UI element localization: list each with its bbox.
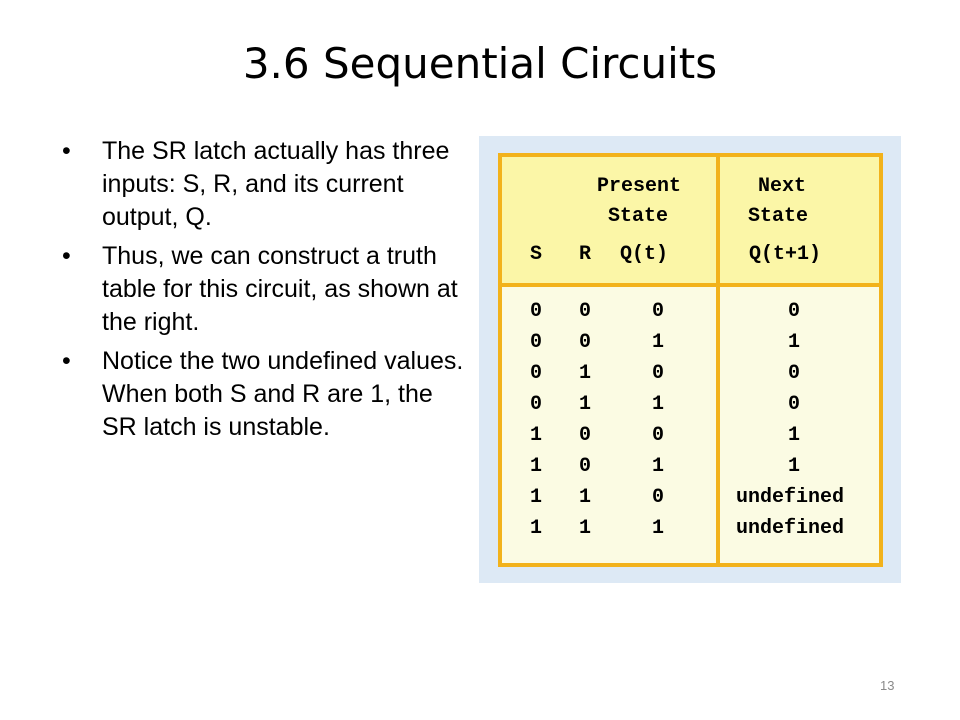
bullet-item: • The SR latch actually has three inputs… — [62, 135, 472, 234]
table-row: 1 0 1 1 — [502, 455, 879, 486]
cell-r: 1 — [579, 517, 592, 540]
table-row: 0 0 1 1 — [502, 331, 879, 362]
cell-r: 1 — [579, 486, 592, 509]
cell-qt: 0 — [652, 300, 665, 323]
cell-s: 0 — [530, 331, 543, 354]
cell-qt1: 0 — [788, 300, 801, 323]
bullet-text: Notice the two undefined values. When bo… — [102, 347, 464, 441]
header-present: Present — [597, 175, 682, 198]
bullet-text: The SR latch actually has three inputs: … — [102, 137, 450, 231]
bullet-marker: • — [62, 137, 71, 165]
cell-qt1: 1 — [788, 455, 801, 478]
header-col-r: R — [579, 243, 592, 266]
cell-qt: 1 — [652, 331, 665, 354]
table-body — [502, 287, 879, 563]
cell-s: 1 — [530, 424, 543, 447]
cell-qt: 1 — [652, 517, 665, 540]
table-header: Present State Next State S R Q(t) Q(t+1) — [502, 157, 879, 283]
cell-qt1: 0 — [788, 393, 801, 416]
cell-qt1: 0 — [788, 362, 801, 385]
table-row: 1 1 0 undefined — [502, 486, 879, 517]
table-row: 1 0 0 1 — [502, 424, 879, 455]
cell-s: 0 — [530, 393, 543, 416]
cell-r: 0 — [579, 424, 592, 447]
table-row: 1 1 1 undefined — [502, 517, 879, 548]
cell-r: 1 — [579, 393, 592, 416]
slide-title: 3.6 Sequential Circuits — [242, 39, 718, 88]
header-col-qt1: Q(t+1) — [749, 243, 822, 266]
cell-r: 0 — [579, 331, 592, 354]
page-number: 13 — [880, 678, 895, 693]
cell-qt1: undefined — [736, 517, 845, 540]
cell-qt: 0 — [652, 486, 665, 509]
table-row: 0 0 0 0 — [502, 300, 879, 331]
cell-s: 1 — [530, 486, 543, 509]
cell-r: 0 — [579, 455, 592, 478]
cell-r: 0 — [579, 300, 592, 323]
header-present-state: State — [608, 205, 669, 228]
cell-s: 1 — [530, 455, 543, 478]
table-row: 0 1 1 0 — [502, 393, 879, 424]
column-divider — [716, 157, 720, 563]
header-col-s: S — [530, 243, 543, 266]
cell-s: 1 — [530, 517, 543, 540]
truth-table: Present State Next State S R Q(t) Q(t+1)… — [498, 153, 883, 567]
header-next: Next — [758, 175, 807, 198]
bullet-item: • Thus, we can construct a truth table f… — [62, 240, 472, 339]
cell-s: 0 — [530, 300, 543, 323]
cell-qt: 0 — [652, 362, 665, 385]
bullet-list: • The SR latch actually has three inputs… — [62, 135, 472, 450]
cell-qt: 1 — [652, 455, 665, 478]
bullet-item: • Notice the two undefined values. When … — [62, 345, 472, 444]
cell-qt1: undefined — [736, 486, 845, 509]
bullet-text: Thus, we can construct a truth table for… — [102, 242, 458, 336]
cell-qt1: 1 — [788, 331, 801, 354]
header-col-qt: Q(t) — [620, 243, 669, 266]
cell-qt: 0 — [652, 424, 665, 447]
bullet-marker: • — [62, 242, 71, 270]
cell-qt: 1 — [652, 393, 665, 416]
bullet-marker: • — [62, 347, 71, 375]
cell-s: 0 — [530, 362, 543, 385]
cell-qt1: 1 — [788, 424, 801, 447]
table-row: 0 1 0 0 — [502, 362, 879, 393]
header-divider — [502, 283, 879, 287]
header-next-state: State — [748, 205, 809, 228]
cell-r: 1 — [579, 362, 592, 385]
